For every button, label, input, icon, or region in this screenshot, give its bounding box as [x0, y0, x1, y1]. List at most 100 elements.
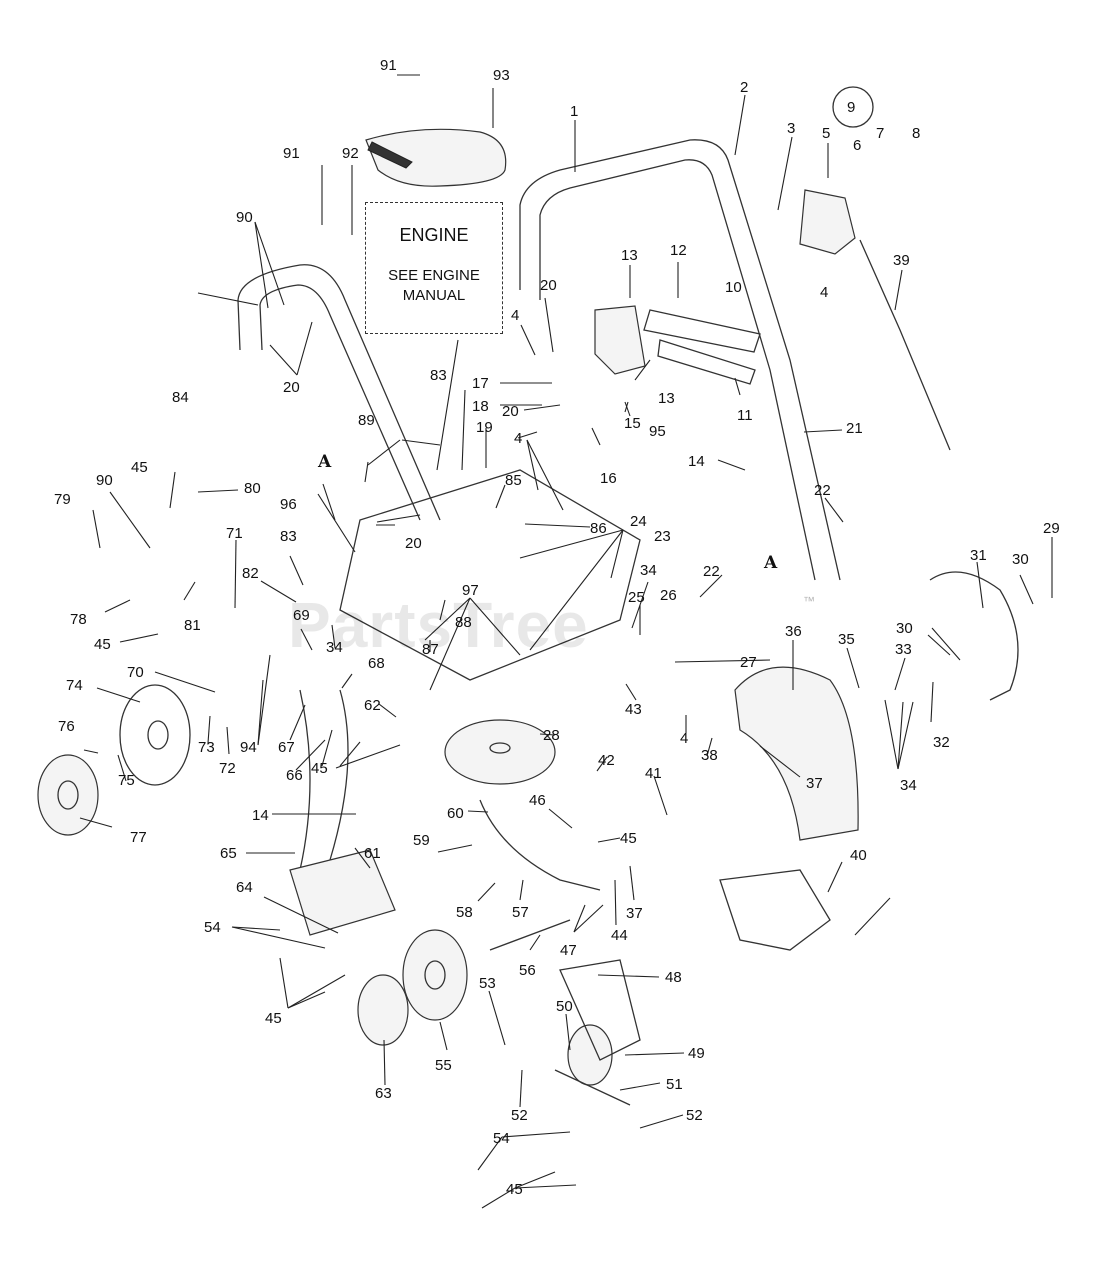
callout-50: 50 [556, 998, 573, 1015]
callout-9: 9 [847, 99, 855, 116]
callout-8: 8 [912, 125, 920, 142]
callout-77: 77 [130, 829, 147, 846]
callout-95: 95 [649, 423, 666, 440]
gauge-wheel-part [567, 1024, 613, 1086]
callout-15: 15 [624, 415, 641, 432]
callout-53: 53 [479, 975, 496, 992]
pulley-disc-hub [489, 742, 511, 754]
callout-83a: 83 [430, 367, 447, 384]
watermark-logo: PartsTree [288, 589, 589, 661]
callout-27: 27 [740, 654, 757, 671]
callout-4a: 4 [511, 307, 519, 324]
callout-18: 18 [472, 398, 489, 415]
upper-handle-inner [539, 159, 816, 581]
callout-60: 60 [447, 805, 464, 822]
callout-90b: 90 [96, 472, 113, 489]
callout-74: 74 [66, 677, 83, 694]
callout-1: 1 [570, 103, 578, 120]
lever-bracket-part [594, 305, 646, 375]
rear-wheel-part [119, 684, 191, 786]
section-mark-a-right: A [763, 553, 778, 573]
callout-76: 76 [58, 718, 75, 735]
callout-94: 94 [240, 739, 257, 756]
callout-38: 38 [701, 747, 718, 764]
callout-61: 61 [364, 845, 381, 862]
callout-56: 56 [519, 962, 536, 979]
callout-29: 29 [1043, 520, 1060, 537]
front-wheel-part [402, 929, 468, 1021]
callout-22b: 22 [703, 563, 720, 580]
blade-gear-part [719, 869, 831, 951]
callout-48: 48 [665, 969, 682, 986]
cable-part [859, 239, 951, 451]
callout-40: 40 [850, 847, 867, 864]
callout-59: 59 [413, 832, 430, 849]
callout-labels: 91 93 1 2 3 9 5 6 7 8 91 92 90 20 4 13 1… [54, 57, 1060, 1198]
callout-30a: 30 [1012, 551, 1029, 568]
callout-45c: 45 [311, 760, 328, 777]
callout-91b: 91 [283, 145, 300, 162]
callout-82: 82 [242, 565, 259, 582]
lower-handle-inner [259, 284, 421, 521]
callout-20c: 20 [502, 403, 519, 420]
callout-52a: 52 [511, 1107, 528, 1124]
callout-92: 92 [342, 145, 359, 162]
callout-90: 90 [236, 209, 253, 226]
callout-34c: 34 [900, 777, 917, 794]
pulley-disc-part [444, 719, 556, 785]
callout-78: 78 [70, 611, 87, 628]
callout-70: 70 [127, 664, 144, 681]
callout-81: 81 [184, 617, 201, 634]
callout-20b: 20 [540, 277, 557, 294]
callout-85: 85 [505, 472, 522, 489]
lower-handle-part [237, 264, 441, 521]
callout-73: 73 [198, 739, 215, 756]
callout-87: 87 [422, 641, 439, 658]
engine-cover-grille [367, 141, 413, 169]
gearbox-part [289, 849, 396, 936]
watermark-trademark: ™ [803, 594, 815, 608]
axle-part [489, 919, 571, 951]
callout-37b: 37 [626, 905, 643, 922]
callout-35: 35 [838, 631, 855, 648]
callout-45a: 45 [131, 459, 148, 476]
callout-5: 5 [822, 125, 830, 142]
engine-note-box: ENGINE SEE ENGINE MANUAL [365, 202, 503, 334]
callout-24: 24 [630, 513, 647, 530]
section-mark-a-left: A [317, 452, 332, 472]
callout-13a: 13 [621, 247, 638, 264]
callout-20a: 20 [283, 379, 300, 396]
callout-16: 16 [600, 470, 617, 487]
callout-55: 55 [435, 1057, 452, 1074]
callout-58: 58 [456, 904, 473, 921]
callout-23: 23 [654, 528, 671, 545]
callout-2: 2 [740, 79, 748, 96]
callout-67: 67 [278, 739, 295, 756]
bail-plates-part [643, 309, 761, 385]
callout-86: 86 [590, 520, 607, 537]
callout-72: 72 [219, 760, 236, 777]
engine-cover-part [365, 128, 507, 187]
callout-66: 66 [286, 767, 303, 784]
callout-91: 91 [380, 57, 397, 74]
callout-64: 64 [236, 879, 253, 896]
callout-12: 12 [670, 242, 687, 259]
curb-shield-part [929, 571, 1019, 701]
callout-32: 32 [933, 734, 950, 751]
callout-31: 31 [970, 547, 987, 564]
upper-handle-part [519, 139, 841, 581]
part-9-circle [832, 86, 874, 128]
callout-36: 36 [785, 623, 802, 640]
callout-25: 25 [628, 589, 645, 606]
callout-45d: 45 [620, 830, 637, 847]
callout-11: 11 [737, 407, 753, 424]
callout-4d: 4 [680, 730, 688, 747]
callout-44: 44 [611, 927, 628, 944]
callout-34b: 34 [640, 562, 657, 579]
callout-69: 69 [293, 607, 310, 624]
callout-39: 39 [893, 252, 910, 269]
callout-4b: 4 [820, 284, 828, 301]
callout-79: 79 [54, 491, 71, 508]
